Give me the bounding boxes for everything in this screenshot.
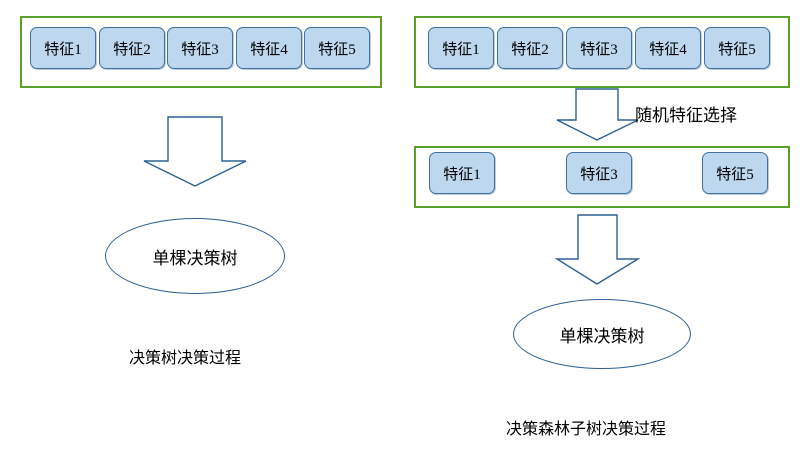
left-feature-label-5: 特征5 bbox=[318, 41, 356, 58]
right-feature-label-2: 特征2 bbox=[511, 41, 549, 58]
right-feature-box-5[interactable]: 特征5 bbox=[704, 27, 770, 69]
right-selected-label-5: 特征5 bbox=[716, 166, 754, 183]
right-feature-box-1[interactable]: 特征1 bbox=[428, 27, 494, 69]
random-feature-selection-text: 随机特征选择 bbox=[635, 106, 737, 125]
right-selected-box-3[interactable]: 特征3 bbox=[566, 152, 632, 194]
left-feature-label-1: 特征1 bbox=[44, 41, 82, 58]
left-caption: 决策树决策过程 bbox=[129, 344, 241, 368]
right-feature-box-2[interactable]: 特征2 bbox=[497, 27, 563, 69]
left-feature-label-4: 特征4 bbox=[250, 41, 288, 58]
random-feature-selection-arrow-icon bbox=[556, 88, 640, 142]
right-feature-label-5: 特征5 bbox=[718, 41, 756, 58]
right-result-label: 单棵决策树 bbox=[559, 326, 645, 346]
right-selected-label-3: 特征3 bbox=[580, 166, 618, 183]
left-feature-box-1[interactable]: 特征1 bbox=[30, 27, 96, 69]
left-feature-box-4[interactable]: 特征4 bbox=[236, 27, 302, 69]
right-feature-label-1: 特征1 bbox=[442, 41, 480, 58]
right-feature-label-4: 特征4 bbox=[649, 41, 687, 58]
left-result-label: 单棵决策树 bbox=[152, 248, 238, 268]
right-feature-box-4[interactable]: 特征4 bbox=[635, 27, 701, 69]
right-caption-text: 决策森林子树决策过程 bbox=[506, 421, 667, 438]
left-feature-box-5[interactable]: 特征5 bbox=[304, 27, 370, 69]
right-selected-box-5[interactable]: 特征5 bbox=[702, 152, 768, 194]
right-selected-box-1[interactable]: 特征1 bbox=[429, 152, 495, 194]
right-feature-label-3: 特征3 bbox=[580, 41, 618, 58]
left-down-arrow-icon bbox=[142, 116, 248, 188]
left-caption-text: 决策树决策过程 bbox=[129, 350, 242, 367]
right-feature-box-3[interactable]: 特征3 bbox=[566, 27, 632, 69]
right-caption: 决策森林子树决策过程 bbox=[506, 415, 666, 439]
random-feature-selection-label: 随机特征选择 bbox=[635, 101, 737, 126]
left-feature-label-3: 特征3 bbox=[181, 41, 219, 58]
right-result-ellipse: 单棵决策树 bbox=[513, 299, 691, 369]
left-feature-box-2[interactable]: 特征2 bbox=[99, 27, 165, 69]
left-feature-label-2: 特征2 bbox=[113, 41, 151, 58]
left-result-ellipse: 单棵决策树 bbox=[105, 218, 285, 294]
right-selected-label-1: 特征1 bbox=[443, 166, 481, 183]
right-down-arrow-icon bbox=[554, 214, 641, 286]
left-feature-box-3[interactable]: 特征3 bbox=[167, 27, 233, 69]
